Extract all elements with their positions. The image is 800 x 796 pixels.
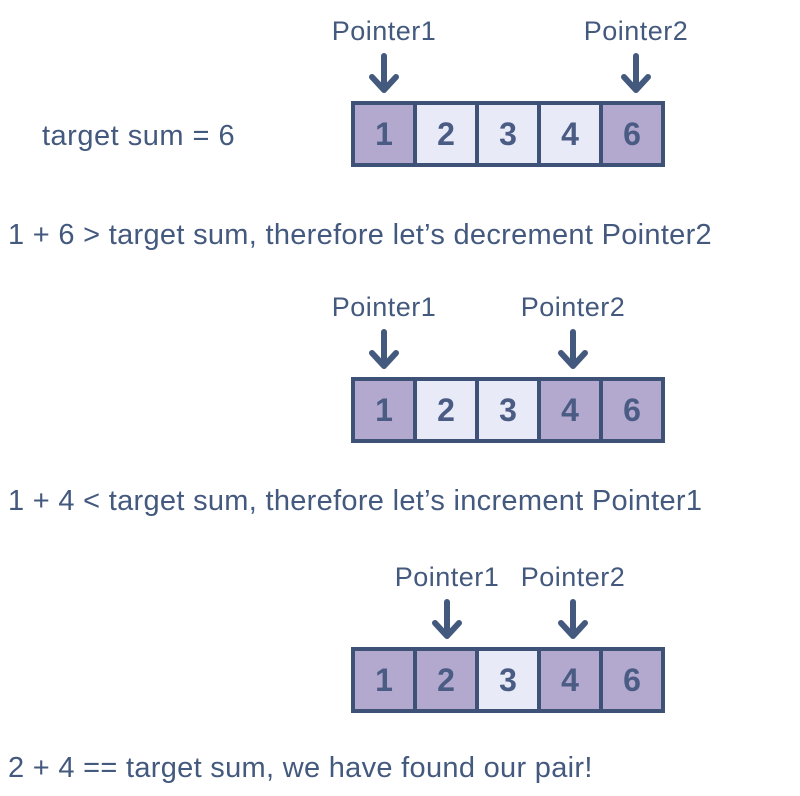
down-arrow-icon <box>558 329 588 369</box>
array-cell: 6 <box>599 647 665 713</box>
array-cell: 2 <box>413 377 479 443</box>
array-cell: 3 <box>475 101 541 167</box>
down-arrow-icon <box>369 329 399 369</box>
pointer2-label-step1: Pointer2 <box>583 16 689 46</box>
step2-caption: 1 + 4 < target sum, therefore let’s incr… <box>8 485 703 517</box>
step3-caption: 2 + 4 == target sum, we have found our p… <box>8 752 593 784</box>
array-cell: 1 <box>351 377 417 443</box>
array-cell: 2 <box>413 101 479 167</box>
down-arrow-icon <box>621 53 651 93</box>
down-arrow-icon <box>369 53 399 93</box>
pointer2-label-step3: Pointer2 <box>520 562 626 592</box>
array-cell: 4 <box>537 377 603 443</box>
array-cell: 2 <box>413 647 479 713</box>
pointer1-label-step1: Pointer1 <box>331 16 437 46</box>
array-cell: 1 <box>351 101 417 167</box>
array-cell: 3 <box>475 377 541 443</box>
target-sum-label: target sum = 6 <box>42 120 236 152</box>
array-cell: 6 <box>599 377 665 443</box>
pointer1-label-step2: Pointer1 <box>331 292 437 322</box>
array-cell: 4 <box>537 647 603 713</box>
array-cell: 3 <box>475 647 541 713</box>
pointer1-label-step3: Pointer1 <box>394 562 500 592</box>
down-arrow-icon <box>432 599 462 639</box>
array-step2: 1 2 3 4 6 <box>351 377 665 443</box>
array-cell: 4 <box>537 101 603 167</box>
array-step1: 1 2 3 4 6 <box>351 101 665 167</box>
array-step3: 1 2 3 4 6 <box>351 647 665 713</box>
pointer2-label-step2: Pointer2 <box>520 292 626 322</box>
array-cell: 6 <box>599 101 665 167</box>
down-arrow-icon <box>558 599 588 639</box>
array-cell: 1 <box>351 647 417 713</box>
step1-caption: 1 + 6 > target sum, therefore let’s decr… <box>8 219 712 251</box>
